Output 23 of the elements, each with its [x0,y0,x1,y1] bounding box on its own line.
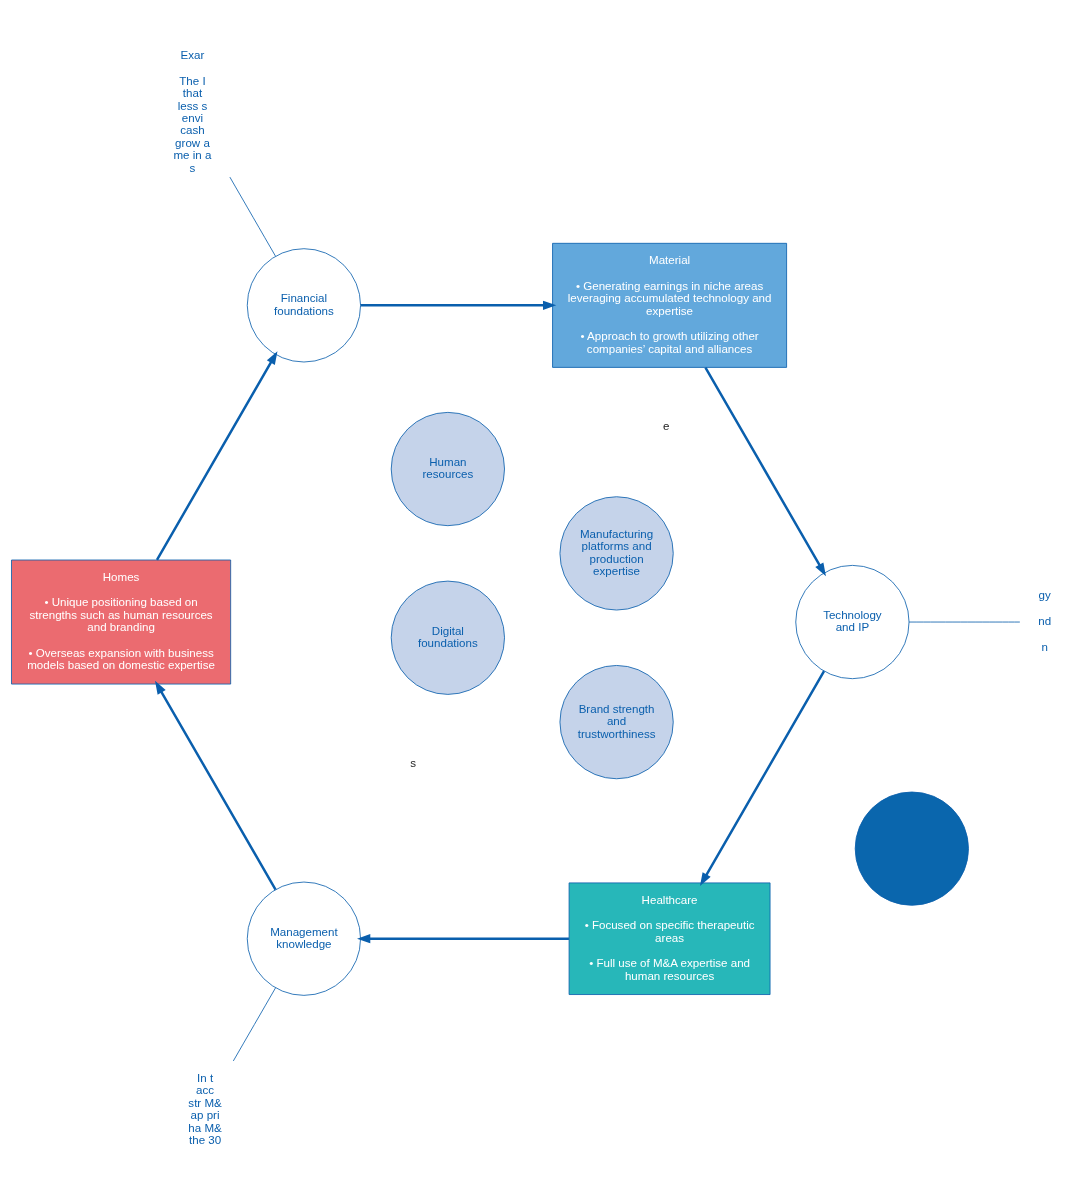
node-circle: Human resources [390,411,505,527]
node-box: Healthcare • Focused on specific therapeutic areas • Full use of M&A expertise and human resources [568,882,771,995]
node-circle [854,791,969,906]
node-text: In t acc str M& ap pri ha M& the 30 [188,1071,222,1146]
arrow [700,670,826,887]
label: s [410,757,417,770]
label: e [662,419,670,432]
node-circle: Digital foundations [390,580,505,695]
arrow [357,934,569,944]
node-box: Material • Generating earnings in niche areas leveraging accumulated technology and expertise • Approach to growth utilizing other companies’ capital and alliances [552,242,788,368]
node-circle: Management knowledge [246,881,361,996]
arrow [704,366,826,577]
connector [232,987,276,1062]
node-box: Homes • Unique positioning based on strengths such as human resources and branding • Overseas expansion with business models based on domestic expertise [11,559,232,685]
node-text: Exar The I that less s envi cash grow a me in a s [173,49,212,174]
node-text: gy nd n [1038,589,1052,653]
node-circle: Brand strength and trustworthiness [559,665,674,780]
arrow [155,351,278,561]
connector [908,621,1021,623]
node-circle: Manufacturing platforms and production expertise [559,496,674,611]
arrow [155,680,277,891]
arrow [360,300,557,310]
connector [229,176,276,257]
